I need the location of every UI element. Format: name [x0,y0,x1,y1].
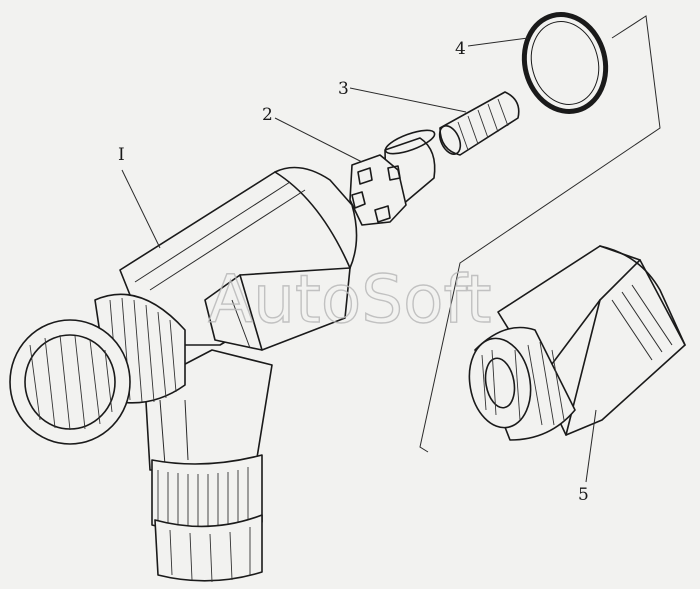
leader-lines [121,37,597,483]
callout-label-3: 3 [338,79,349,99]
seal-ring [521,12,609,114]
grouping-bracket [419,15,661,453]
callout-label-5: 5 [578,485,589,505]
hex-union-nut [468,245,686,441]
watermark-text: AutoSoft [208,261,491,338]
left-end-hatch [29,334,113,431]
callout-label-4: 4 [455,39,466,59]
coil-spring [438,91,520,156]
bottom-knurl-hatch [157,467,249,531]
tee-fitting-body [9,166,358,583]
castle-sleeve [349,129,436,226]
callout-label-2: 2 [262,105,273,125]
callout-label-1: I [118,145,125,165]
